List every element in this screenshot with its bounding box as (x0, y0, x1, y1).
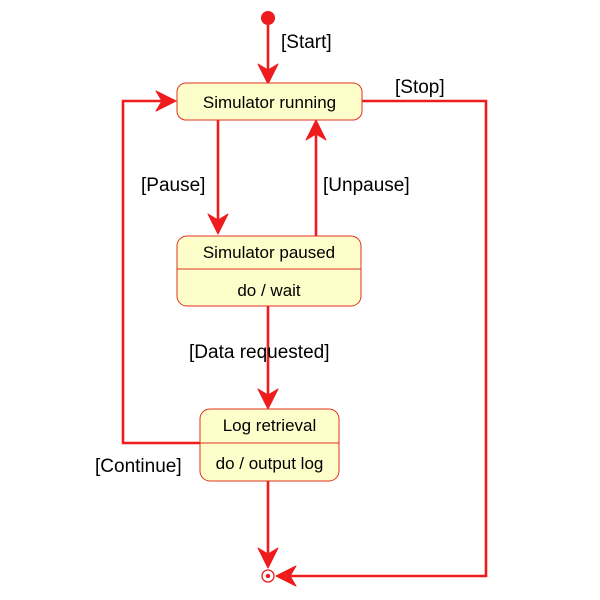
transition-start-label: [Start] (281, 32, 332, 53)
transition-start-arrowhead (257, 63, 279, 85)
state-simulator-running: Simulator running (176, 82, 363, 121)
state-simulator-paused-activity: do / wait (237, 281, 301, 300)
state-simulator-running-box (176, 82, 363, 121)
state-simulator-running-name: Simulator running (203, 93, 336, 112)
transition-continue-line (121, 99, 200, 445)
transition-unpause-label: [Unpause] (323, 175, 410, 196)
transition-pause-arrowhead (207, 213, 229, 235)
state-log-retrieval-name: Log retrieval (223, 416, 317, 435)
transition-stop-line (288, 99, 488, 578)
transition-log-end-arrowhead (257, 547, 279, 569)
transition-data-requested-label: [Data requested] (189, 342, 329, 363)
transition-continue-arrowhead (155, 90, 177, 112)
state-simulator-paused: Simulator paused do / wait (176, 235, 362, 307)
state-log-retrieval: Log retrieval do / output log (199, 408, 340, 482)
transition-continue-label: [Continue] (95, 456, 182, 477)
final-state-dot (265, 573, 271, 579)
state-simulator-paused-box (176, 235, 362, 307)
transition-continue: [Continue] (95, 90, 200, 477)
transition-log-end (257, 481, 279, 569)
transition-pause-label: [Pause] (141, 175, 205, 196)
transition-unpause-arrowhead (305, 119, 327, 141)
transition-data-requested: [Data requested] (189, 306, 329, 410)
state-log-retrieval-box (199, 408, 340, 482)
state-simulator-paused-name: Simulator paused (203, 243, 335, 262)
transition-stop-label: [Stop] (395, 77, 445, 98)
initial-state-dot (261, 11, 275, 25)
transition-stop-arrowhead (275, 565, 297, 587)
transition-stop: [Stop] (275, 77, 488, 587)
state-log-retrieval-activity: do / output log (216, 454, 324, 473)
transition-start: [Start] (257, 25, 332, 85)
transition-pause: [Pause] (141, 120, 229, 235)
transition-unpause: [Unpause] (305, 119, 410, 236)
transition-data-requested-arrowhead (257, 388, 279, 410)
final-state (261, 569, 275, 583)
